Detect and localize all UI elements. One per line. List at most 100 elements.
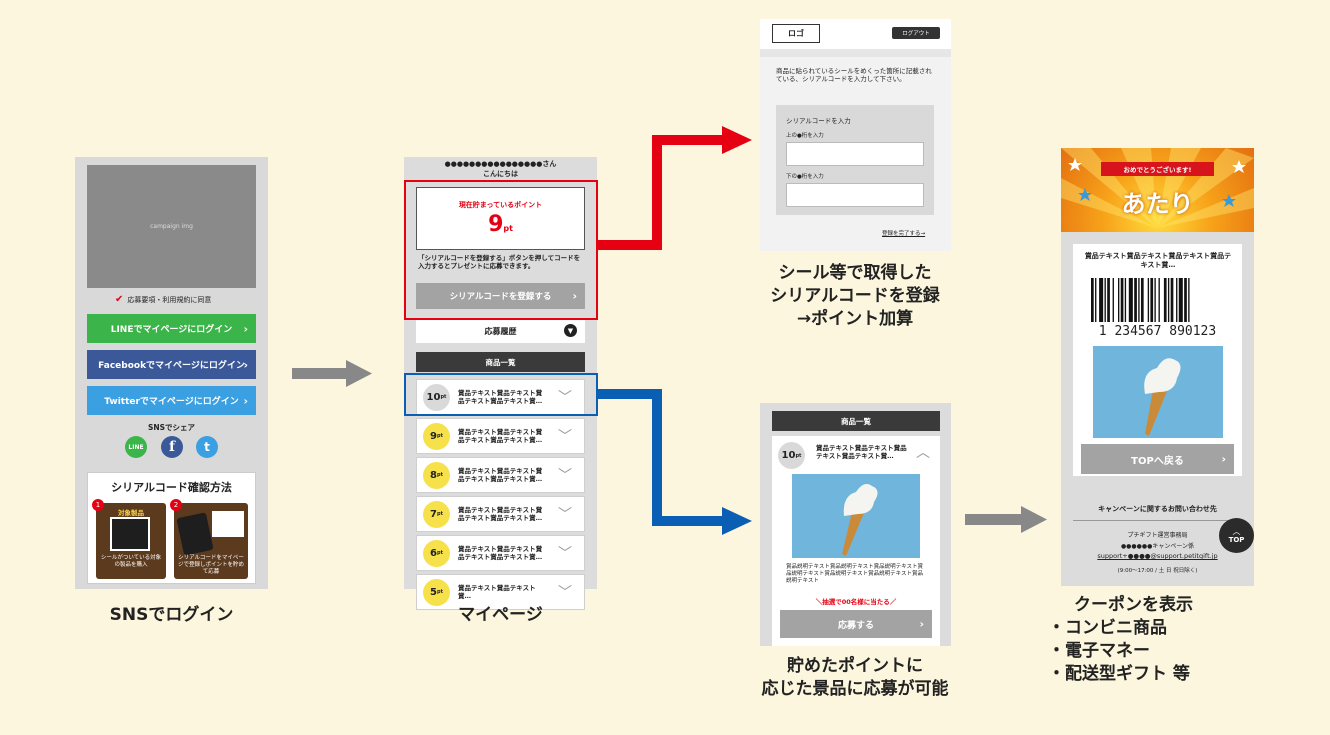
barcode-bar [1188, 278, 1190, 322]
logout-button[interactable]: ログアウト [892, 27, 940, 39]
line-login-button[interactable]: LINEでマイページにログイン› [87, 314, 256, 343]
register-serial-button[interactable]: シリアルコードを登録する› [416, 283, 585, 309]
top-fab-label: TOP [1228, 535, 1245, 544]
field-1-label: 上の●桁を入力 [786, 133, 824, 139]
detail-header-label: 商品一覧 [841, 416, 871, 426]
register-notice: 「シリアルコードを登録する」ボタンを押してコードを入力するとプレゼントに応募でき… [418, 254, 581, 271]
detail-desc: 賞品説明テキスト賞品説明テキスト賞品説明テキスト賞品説明テキスト賞品説明テキスト… [786, 564, 924, 585]
support-email[interactable]: support+●●●●@support.petitgift.jp [1097, 552, 1218, 560]
top-fab-button[interactable]: ︿ TOP [1219, 518, 1254, 553]
caption-coupon: クーポンを表示 ・コンビニ商品 ・電子マネー ・配送型ギフト 等 [1048, 594, 1193, 686]
item-points-unit: pt [436, 589, 443, 595]
campaign-image-label: campaign img [150, 223, 193, 230]
dept-name: ●●●●●●キャンペーン係 [1120, 543, 1195, 550]
atari-text: あたり [1121, 190, 1194, 218]
products-header-label: 商品一覧 [485, 357, 516, 367]
barcode-bar [1170, 278, 1174, 322]
top-return-label: TOPへ戻る [1131, 455, 1184, 467]
caption-apply: 貯めたポイントに 応じた景品に応募が可能 [710, 655, 1000, 701]
chevron-down-icon: ▼ [564, 324, 577, 337]
complete-link[interactable]: 登録を完了する→ [882, 231, 926, 237]
serial-field-1[interactable] [786, 142, 924, 166]
facebook-share-icon[interactable]: f [161, 436, 183, 458]
item-points-unit: pt [436, 511, 443, 517]
login-screen: campaign img ✔ 応募要項・利用規約に同意 LINEでマイページにロ… [75, 157, 268, 589]
caption-serial: シール等で取得した シリアルコードを登録 →ポイント加算 [720, 262, 990, 331]
chevron-down-icon[interactable]: ﹀ [558, 390, 572, 406]
chevron-right-icon: › [1221, 452, 1226, 466]
office-name: プチギフト運営事務局 [1127, 532, 1188, 539]
item-points-unit: pt [436, 472, 443, 478]
howto-panel: シリアルコード確認方法 1 対象製品 シールがついている対象の製品を購入 2 シ… [87, 472, 256, 584]
serial-desc: 商品に貼られているシールをめくった箇所に記載されている、シリアルコードを入力して… [776, 67, 932, 84]
agree-label: 応募要項・利用規約に同意 [127, 295, 212, 304]
caption-serial-line: シール等で取得した [778, 263, 932, 283]
item-title: 賞品テキスト賞品テキスト賞… [458, 583, 536, 600]
step-2-number: 2 [170, 499, 182, 511]
item-points-value: 10 [426, 391, 441, 403]
chevron-down-icon[interactable]: ﹀ [558, 507, 572, 523]
twitter-login-button[interactable]: Twitterでマイページにログイン› [87, 386, 256, 415]
apply-button[interactable]: 応募する› [780, 610, 932, 638]
item-points-value: 7 [430, 508, 437, 520]
gray-arrow-login-to-mypage [292, 360, 372, 387]
caption-coupon-line: ・電子マネー [1048, 640, 1150, 661]
chevron-down-icon[interactable]: ﹀ [558, 429, 572, 445]
points-box: 現在貯まっているポイント 9pt [416, 187, 585, 250]
points-highlight-box [404, 180, 598, 320]
lottery-text: ＼抽選で00名様に当たる／ [815, 598, 897, 606]
detail-title: 賞品テキスト賞品テキスト賞品テキスト賞品テキスト賞… [816, 444, 907, 461]
howto-step-1: 1 対象製品 シールがついている対象の製品を購入 [92, 499, 166, 579]
barcode-bar [1124, 278, 1127, 322]
serial-header: ロゴ ログアウト [760, 19, 951, 49]
barcode-bar [1120, 278, 1124, 322]
caption-serial-line: →ポイント加算 [796, 308, 914, 329]
history-label: 応募履歴 [484, 326, 517, 336]
chevron-down-icon[interactable]: ﹀ [558, 468, 572, 484]
chevron-up-icon[interactable]: ︿ [916, 445, 930, 461]
step-1-number: 1 [92, 499, 104, 511]
agree-checkbox[interactable]: ✔ 応募要項・利用規約に同意 [115, 294, 211, 305]
facebook-login-button[interactable]: Facebookでマイページにログイン› [87, 350, 256, 379]
coupon-product-image [1093, 346, 1223, 438]
barcode-bar [1091, 278, 1094, 322]
serial-form-title: シリアルコードを入力 [786, 117, 851, 125]
ice-cream-image [1144, 358, 1181, 436]
user-name: ●●●●●●●●●●●●●●●●さん [444, 160, 557, 168]
logo-box: ロゴ [772, 24, 820, 43]
top-return-button[interactable]: TOPへ戻る › [1081, 444, 1234, 474]
twitter-share-icon[interactable]: t [196, 436, 218, 458]
chevron-down-icon[interactable]: ﹀ [558, 546, 572, 562]
caption-mypage: マイページ [458, 605, 543, 625]
blue-arrow-to-product [598, 389, 725, 526]
chevron-down-icon[interactable]: ﹀ [558, 585, 572, 601]
serial-field-2[interactable] [786, 183, 924, 207]
facebook-login-label: Facebookでマイページにログイン [98, 361, 245, 371]
barcode-bar [1140, 278, 1144, 322]
step-1-title: 対象製品 [118, 509, 144, 517]
line-share-icon[interactable]: LINE [125, 436, 147, 458]
coupon-screen: おめでとうございます! あたり 賞品テキスト賞品テキスト賞品テキスト賞品テキスト… [1061, 148, 1254, 586]
item-points-unit: pt [440, 394, 447, 400]
product-image [792, 474, 920, 558]
barcode-image [1091, 278, 1190, 322]
twitter-login-label: Twitterでマイページにログイン [104, 397, 239, 407]
register-serial-label: シリアルコードを登録する [449, 292, 552, 302]
chevron-right-icon: › [243, 322, 248, 335]
history-toggle[interactable]: 応募履歴 ▼ [416, 319, 585, 343]
barcode-bar [1099, 278, 1104, 322]
barcode-bar [1167, 278, 1170, 322]
